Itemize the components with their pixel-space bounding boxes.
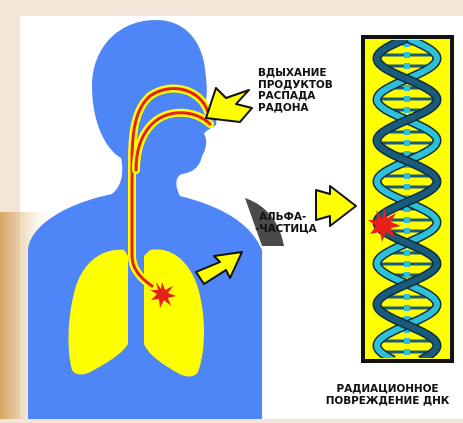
- dna-base-node: [404, 129, 410, 135]
- dna-base-node: [404, 349, 410, 355]
- label-alpha-line2: -ЧАСТИЦА: [255, 224, 317, 236]
- dna-base-node: [404, 338, 410, 344]
- label-inhalation-line3: РАСПАДА: [258, 91, 333, 103]
- label-damage-line1: РАДИАЦИОННОЕ: [312, 384, 463, 396]
- dna-base-node: [404, 173, 410, 179]
- label-inhalation-line4: РАДОНА: [258, 103, 333, 115]
- dna-base-node: [404, 305, 410, 311]
- dna-base-node: [404, 250, 410, 256]
- dna-base-node: [404, 85, 410, 91]
- label-dna-damage: РАДИАЦИОННОЕ ПОВРЕЖДЕНИЕ ДНК: [312, 384, 463, 407]
- dna-base-node: [404, 228, 410, 234]
- dna-base-node: [404, 272, 410, 278]
- dna-base-node: [404, 140, 410, 146]
- dna-base-node: [404, 52, 410, 58]
- label-inhalation-line1: ВДЫХАНИЕ: [258, 68, 333, 80]
- label-damage-line2: ПОВРЕЖДЕНИЕ ДНК: [312, 396, 463, 408]
- dna-base-node: [404, 217, 410, 223]
- dna-base-node: [404, 294, 410, 300]
- label-alpha-line1: АЛЬФА-: [255, 212, 317, 224]
- label-inhalation: ВДЫХАНИЕ ПРОДУКТОВ РАСПАДА РАДОНА: [258, 68, 333, 114]
- dna-base-node: [404, 63, 410, 69]
- label-alpha-particle: АЛЬФА- -ЧАСТИЦА: [255, 212, 317, 235]
- dna-base-node: [404, 107, 410, 113]
- dna-base-node: [404, 261, 410, 267]
- dna-base-node: [404, 96, 410, 102]
- dna-base-node: [404, 184, 410, 190]
